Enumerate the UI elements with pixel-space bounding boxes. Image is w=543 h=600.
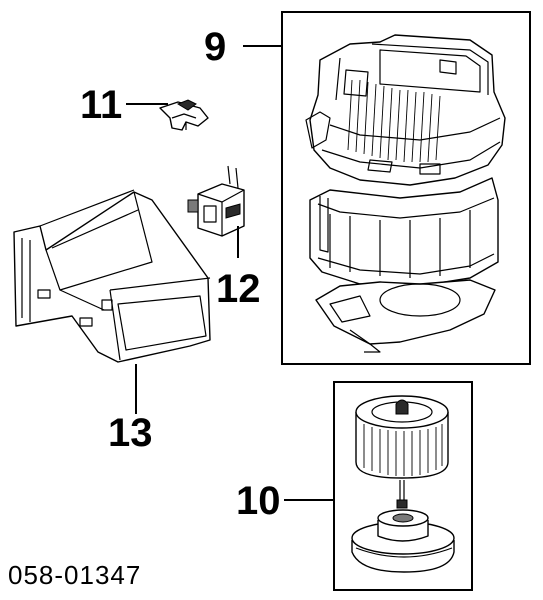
motor-shaft-collar — [396, 499, 408, 509]
squirrel-cage-fan — [355, 395, 449, 479]
blower-motor — [351, 509, 455, 573]
callout-10: 10 — [236, 479, 281, 523]
blower-case-scroll-housing — [309, 177, 499, 287]
blower-case-upper-housing — [305, 34, 506, 186]
callout-12: 12 — [216, 267, 261, 311]
blower-case-lower-cover — [315, 279, 496, 353]
duct-part — [13, 189, 211, 363]
callout-11: 11 — [80, 83, 122, 127]
blower-case-group — [281, 11, 531, 365]
callout-13: 13 — [108, 411, 153, 455]
blower-motor-group — [333, 381, 473, 591]
callout-9: 9 — [204, 25, 226, 69]
document-code: 058-01347 — [8, 560, 141, 590]
clip-part — [159, 99, 209, 131]
resistor-part — [187, 165, 245, 237]
